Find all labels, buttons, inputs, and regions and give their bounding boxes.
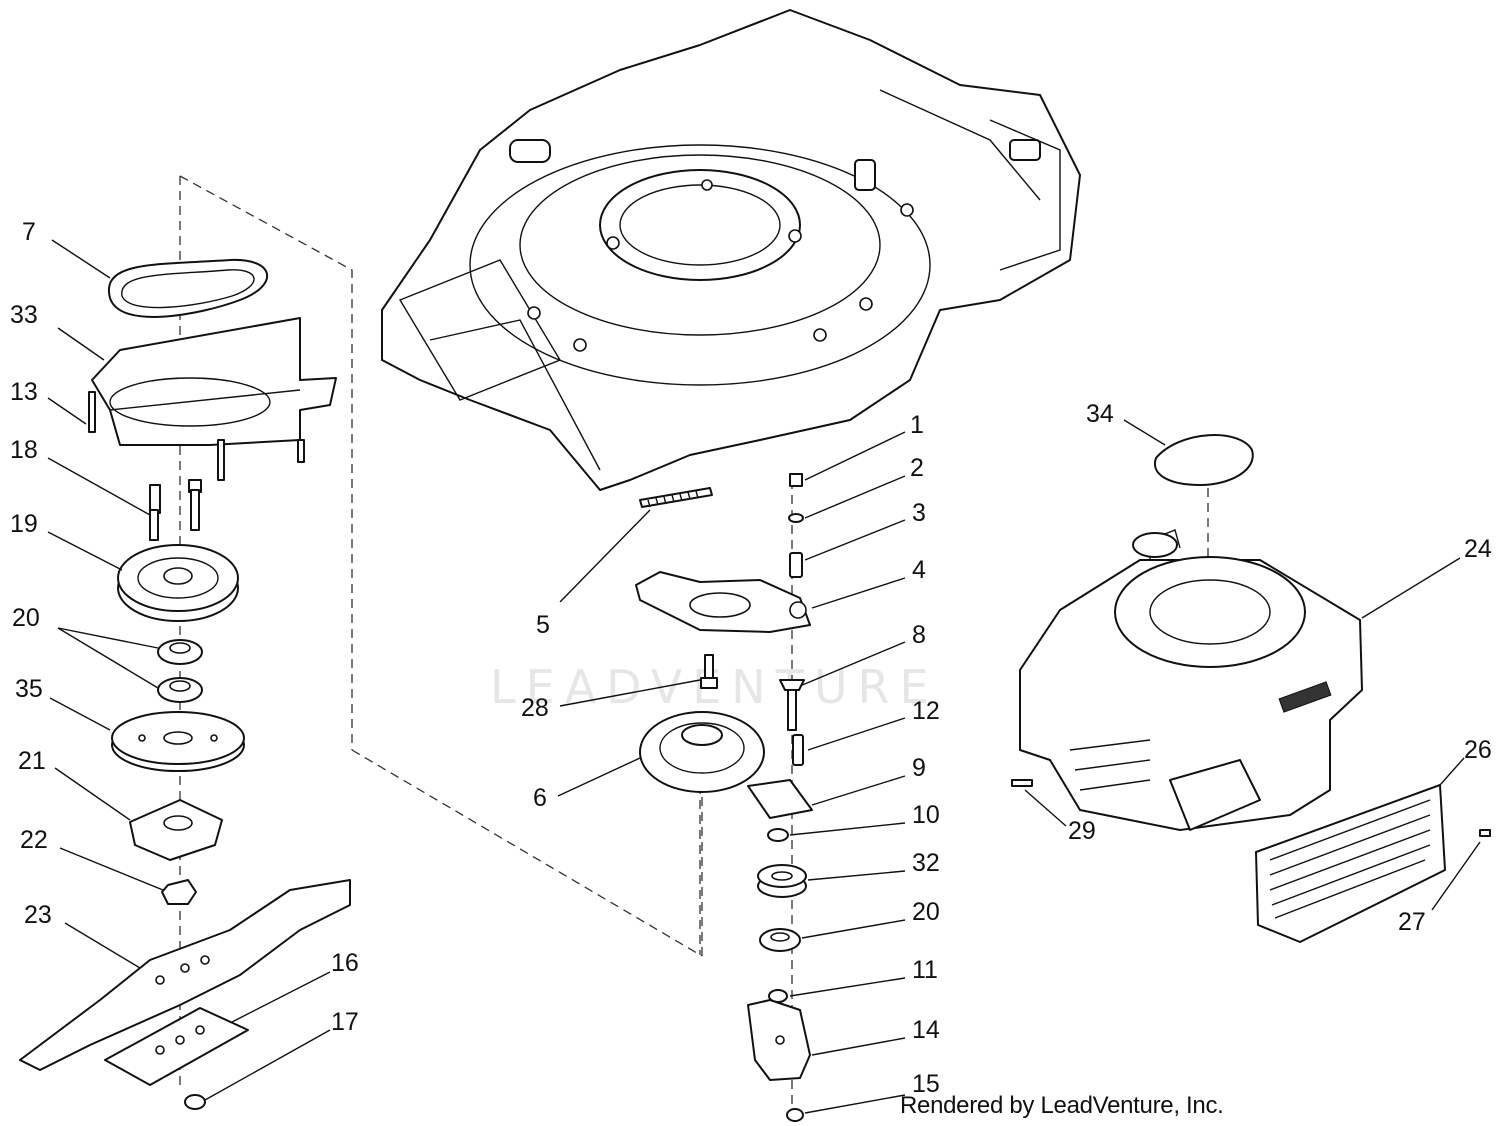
callout-label-13: 13 [10, 378, 38, 406]
bolts [88, 391, 305, 541]
callout-label-8: 8 [912, 621, 926, 649]
callout-label-20: 20 [912, 898, 940, 926]
callout-label-10: 10 [912, 801, 940, 829]
nut-22 [161, 879, 197, 905]
drive-belt [107, 258, 269, 318]
engine [1019, 529, 1363, 831]
callout-label-21: 21 [18, 747, 46, 775]
callout-label-23: 23 [24, 901, 52, 929]
callout-label-19: 19 [10, 510, 38, 538]
callout-label-15: 15 [912, 1070, 940, 1098]
callout-label-5: 5 [536, 611, 550, 639]
mower-deck-housing [381, 9, 1081, 491]
callout-label-9: 9 [912, 754, 926, 782]
bolt-28 [700, 654, 718, 689]
mower-blade [19, 879, 351, 1071]
bracket-9 [747, 779, 813, 819]
spring-part [639, 487, 713, 508]
nut-15 [786, 1108, 804, 1122]
callout-label-18: 18 [10, 436, 38, 464]
callout-label-34: 34 [1086, 400, 1114, 428]
callout-label-11: 11 [912, 956, 938, 984]
bushing-stack [757, 828, 807, 1003]
callout-label-28: 28 [521, 694, 549, 722]
callout-label-22: 22 [20, 826, 48, 854]
pulley-part [117, 544, 239, 622]
callout-label-1: 1 [910, 411, 924, 439]
callout-label-4: 4 [912, 556, 926, 584]
bracket-14 [747, 999, 811, 1081]
blade-adapter [129, 799, 223, 861]
callout-label-32: 32 [912, 849, 940, 877]
blade-plate [104, 1007, 249, 1086]
leader-lines [47, 239, 1481, 1114]
callout-label-29: 29 [1068, 817, 1096, 845]
idler-bracket [635, 571, 811, 633]
heat-shield [1255, 784, 1446, 943]
callout-label-20: 20 [12, 604, 40, 632]
callout-label-2: 2 [910, 454, 924, 482]
bearings-left [157, 639, 203, 703]
callout-label-12: 12 [912, 697, 940, 725]
callout-label-26: 26 [1464, 736, 1492, 764]
idler-pulley [639, 711, 765, 793]
spacer-stack [788, 473, 804, 578]
callout-label-35: 35 [15, 675, 43, 703]
nut-17 [184, 1094, 206, 1110]
pins [779, 679, 805, 766]
callout-label-24: 24 [1464, 535, 1492, 563]
callout-label-14: 14 [912, 1016, 940, 1044]
rendered-by-credit: Rendered by LeadVenture, Inc. [900, 1092, 1224, 1119]
flange-plate [111, 711, 245, 772]
callout-label-7: 7 [22, 218, 36, 246]
callout-label-16: 16 [331, 949, 359, 977]
assembly-dashed-outline [179, 175, 1209, 1110]
callout-label-33: 33 [10, 301, 38, 329]
belt-cover [91, 317, 337, 446]
callout-label-3: 3 [912, 499, 926, 527]
callout-label-27: 27 [1398, 908, 1426, 936]
engine-cap [1153, 434, 1254, 486]
callout-label-6: 6 [533, 784, 547, 812]
callout-label-17: 17 [331, 1008, 359, 1036]
screws [1011, 779, 1491, 837]
